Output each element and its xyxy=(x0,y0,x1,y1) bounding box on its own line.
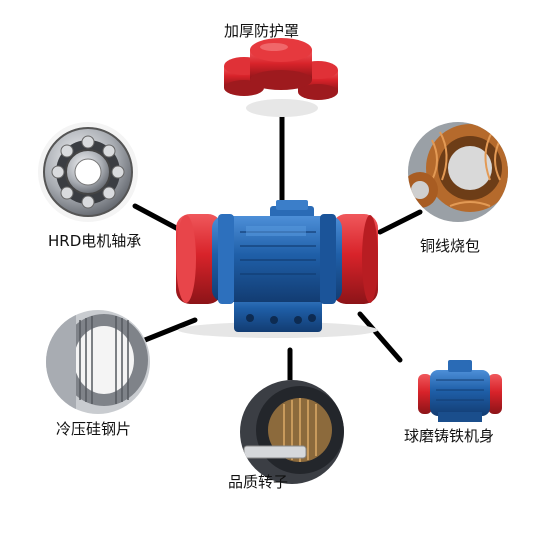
rotor-icon xyxy=(240,380,344,484)
label-rotor: 品质转子 xyxy=(228,473,289,491)
label-copper-winding: 铜线烧包 xyxy=(420,237,481,255)
connector-body xyxy=(357,311,403,363)
connector-bearing xyxy=(132,203,183,233)
copper-winding-icon xyxy=(408,122,508,222)
bearing-icon xyxy=(38,122,138,222)
protective-cover-icon xyxy=(224,38,338,117)
connector-lines xyxy=(132,109,423,393)
steel-laminations-icon xyxy=(46,310,150,414)
label-motor-body: 球磨铸铁机身 xyxy=(404,427,495,445)
connector-steel xyxy=(142,317,198,343)
label-silicon-steel: 冷压硅钢片 xyxy=(56,420,132,438)
label-bearing: HRD电机轴承 xyxy=(48,232,142,250)
motor-body-icon xyxy=(418,360,502,422)
label-protective-cover: 加厚防护罩 xyxy=(224,22,300,40)
vibration-motor-main xyxy=(176,200,378,338)
connector-copper xyxy=(377,209,423,235)
